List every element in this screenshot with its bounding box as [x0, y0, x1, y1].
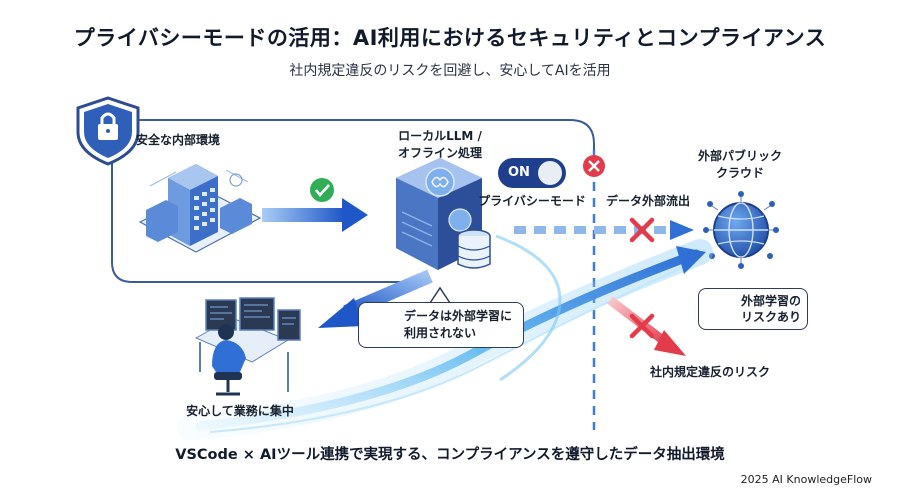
shield-lock-icon	[76, 96, 140, 166]
warning-text-line2: リスクあり	[740, 310, 801, 324]
violation-risk-arrow	[607, 296, 686, 356]
local-llm-label-line1: ローカルLLM /	[398, 129, 482, 143]
data-outflow-label: データ外部流出	[605, 194, 690, 208]
database-icon	[457, 229, 491, 269]
external-cloud-label-line1: 外部パブリック	[697, 149, 782, 163]
check-circle-icon	[310, 178, 334, 202]
callout-pointer	[429, 286, 451, 304]
globe-network-icon	[703, 191, 779, 269]
callout-text-line1: データは外部学習に	[404, 309, 513, 323]
privacy-mode-label: プライバシーモード	[478, 194, 586, 208]
data-stream-flow	[177, 234, 713, 441]
worker-at-desk-icon	[194, 297, 301, 396]
training-risk-warning	[698, 288, 808, 330]
page-title: プライバシーモードの活用：AI利用におけるセキュリティとコンプライアンス	[73, 26, 827, 50]
warning-text-line1: 外部学習の	[740, 294, 801, 308]
no-training-callout	[358, 302, 524, 348]
blocked-x-circle-icon	[583, 155, 605, 177]
violation-risk-label: 社内規定違反のリスク	[649, 365, 770, 379]
worker-label: 安心して業務に集中	[186, 404, 294, 418]
secure-environment-boundary	[111, 119, 595, 283]
arrow-to-local-llm	[262, 198, 368, 232]
copyright-credit: 2025 AI KnowledgeFlow	[740, 473, 872, 486]
blocked-x-icon-lower	[629, 313, 655, 339]
blocked-x-icon-upper	[629, 217, 655, 243]
data-outflow-dashed-arrow	[514, 220, 694, 240]
page-subtitle: 社内規定違反のリスクを回避し、安心してAIを活用	[289, 63, 611, 79]
external-cloud-label-line2: クラウド	[715, 166, 764, 180]
office-building-icon	[138, 164, 262, 253]
toggle-on-label: ON	[508, 165, 530, 180]
bottom-caption: VSCode × AIツール連携で実現する、コンプライアンスを遵守したデータ抽出…	[175, 447, 725, 463]
local-llm-label-line2: オフライン処理	[397, 146, 482, 160]
toggle-knob	[538, 161, 562, 185]
callout-text-line2: 利用されない	[404, 326, 477, 340]
secure-environment-label: 安全な内部環境	[136, 133, 221, 147]
